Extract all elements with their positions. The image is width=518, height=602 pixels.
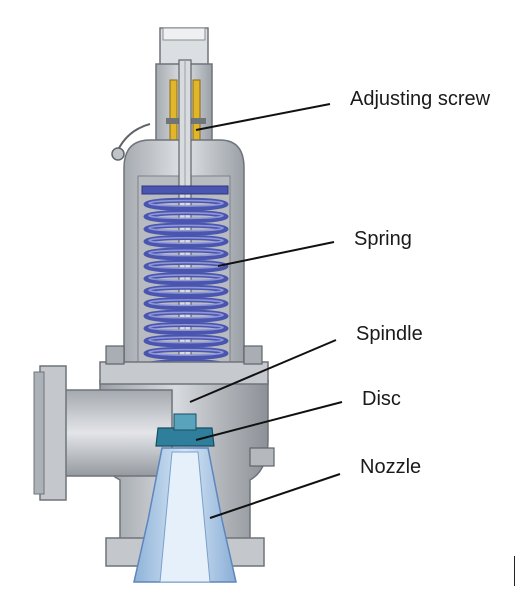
label-adjusting-screw: Adjusting screw: [350, 88, 491, 110]
nozzle: [133, 447, 237, 583]
leader-nozzle: [209, 473, 341, 519]
spring-coil-highlight: [148, 299, 224, 307]
spring-coil-highlight: [148, 348, 224, 356]
spring: [143, 197, 229, 373]
spring-coil-highlight: [148, 324, 224, 331]
spring-coil-highlight: [148, 274, 224, 282]
leader-lines: [189, 103, 343, 519]
edge-marker: [514, 556, 515, 586]
disc: [155, 413, 215, 447]
label-disc: Disc: [362, 388, 401, 410]
label-spindle: Spindle: [356, 323, 423, 345]
leader-disc: [195, 401, 343, 441]
spring-coil-highlight: [148, 249, 224, 257]
spring-coil-highlight: [148, 224, 224, 232]
leader-spindle: [189, 339, 337, 403]
spring-coil-highlight: [148, 237, 224, 244]
spring-coil-highlight: [148, 311, 224, 319]
spring-coil-highlight: [148, 212, 224, 220]
label-spring: Spring: [354, 228, 412, 250]
label-nozzle: Nozzle: [360, 456, 422, 478]
leader-spring: [217, 241, 335, 267]
spring-coil-highlight: [148, 199, 224, 207]
spring-coil-highlight: [148, 286, 224, 294]
spring-coil-highlight: [148, 336, 224, 344]
leader-adjusting-screw: [195, 103, 331, 131]
